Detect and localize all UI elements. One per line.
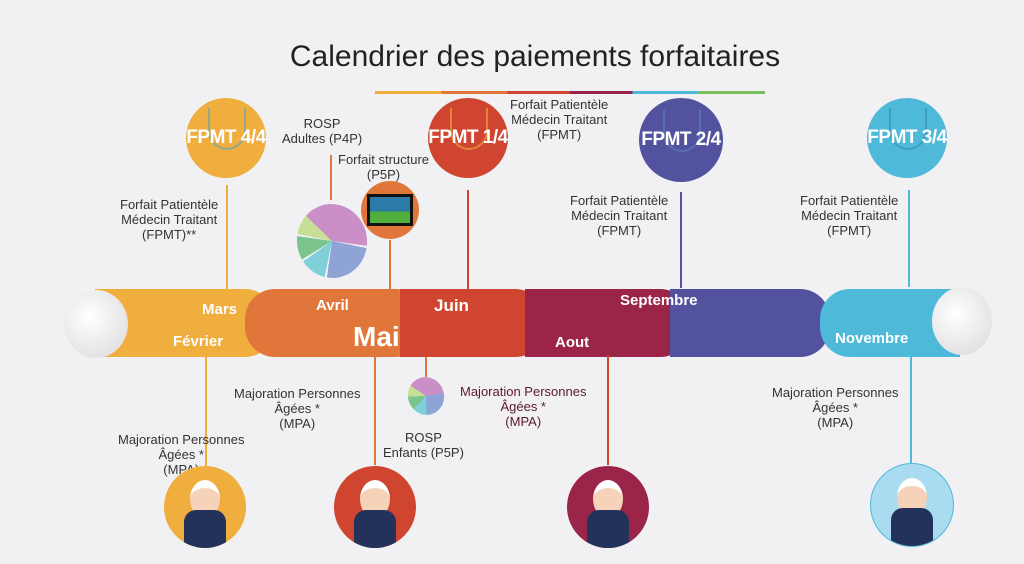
badge-fpmt-3-4: FPMT 3/4 — [867, 98, 947, 178]
stethoscope-icon — [663, 110, 701, 152]
elderly-person-avatar — [870, 463, 954, 547]
month-aout: Aout — [555, 334, 590, 351]
connector-line — [425, 357, 427, 377]
segment-aout — [525, 289, 690, 357]
connector-line — [910, 355, 912, 463]
connector-line — [374, 357, 376, 465]
connector-line — [330, 155, 332, 200]
segment-juin — [400, 289, 545, 357]
connector-line — [607, 355, 609, 465]
segment-avril-mai — [245, 289, 425, 357]
badge-label: FPMT 2/4 — [641, 129, 721, 150]
pie-chart-small-icon — [402, 371, 450, 421]
badge-label: FPMT 1/4 — [428, 127, 508, 148]
connector-line — [908, 190, 910, 287]
connector-line — [467, 190, 469, 290]
badge-fpmt-4-4: FPMT 4/4 — [186, 98, 266, 178]
page-title: Calendrier des paiements forfaitaires — [289, 40, 781, 73]
badge-fpmt-2-4: FPMT 2/4 — [639, 98, 723, 182]
monitor-icon — [361, 181, 419, 239]
month-septembre: Septembre — [620, 292, 698, 309]
badge-label: FPMT 3/4 — [867, 127, 947, 148]
connector-line — [205, 357, 207, 467]
badge-fpmt-1-4: FPMT 1/4 — [428, 98, 508, 178]
elderly-person-avatar — [334, 466, 416, 548]
timeline-cap-left — [64, 290, 128, 358]
month-avril: Avril — [316, 297, 349, 314]
elderly-person-avatar — [567, 466, 649, 548]
elderly-person-avatar — [164, 466, 246, 548]
stethoscope-icon — [450, 108, 488, 150]
connector-line — [226, 185, 228, 290]
stethoscope-icon — [889, 108, 927, 150]
month-fevrier: Février — [173, 333, 224, 350]
month-mars: Mars — [202, 301, 238, 318]
stethoscope-icon — [208, 108, 246, 150]
label-forfait-structure: Forfait structure(P5P) — [338, 152, 430, 182]
timeline-cap-right — [932, 287, 992, 355]
month-mai: Mai — [353, 321, 400, 352]
segment-septembre — [670, 289, 830, 357]
month-novembre: Novembre — [835, 330, 909, 347]
title-underline — [375, 91, 765, 94]
connector-line — [680, 192, 682, 288]
month-juin: Juin — [434, 296, 469, 315]
badge-label: FPMT 4/4 — [186, 127, 266, 148]
connector-line — [389, 240, 391, 290]
